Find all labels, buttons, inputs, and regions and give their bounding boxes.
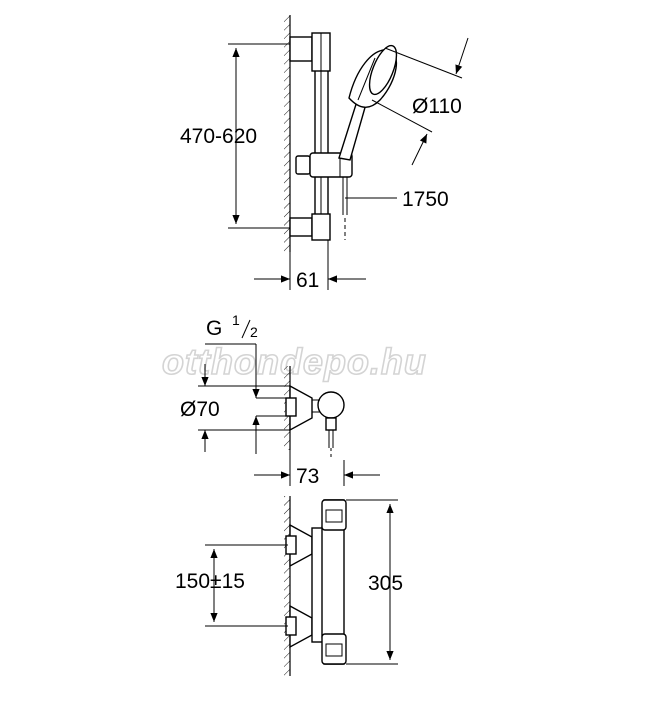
label-rail-height: 470-620 <box>180 125 257 148</box>
label-thread-prefix: G <box>206 317 222 340</box>
label-hose-length: 1750 <box>402 188 449 211</box>
shower-rail-view: 470-620 Ø110 1750 61 <box>180 15 469 292</box>
label-thread-num: 1 <box>232 312 240 328</box>
hand-shower-head <box>338 44 398 161</box>
label-mixer-length: 305 <box>368 572 403 595</box>
label-mixer-depth: 73 <box>296 465 319 488</box>
label-connector-diameter: Ø70 <box>180 398 220 421</box>
label-head-diameter: Ø110 <box>412 95 462 118</box>
dimension-inlet-spacing: 150±15 <box>175 544 288 627</box>
dimension-rail-depth: 61 <box>254 240 366 292</box>
watermark: otthondepo.hu <box>162 341 427 382</box>
rail-bar <box>314 71 329 218</box>
mixer-front-view: 150±15 305 <box>175 496 403 676</box>
rail-top-bracket <box>289 32 331 72</box>
label-rail-depth: 61 <box>296 269 319 292</box>
shower-hose <box>342 177 348 240</box>
dimension-mixer-length: 305 <box>346 499 403 665</box>
dimension-connector-diameter: Ø70 <box>180 364 290 454</box>
dimension-mixer-depth: 73 <box>254 450 380 488</box>
dimension-rail-height: 470-620 <box>180 43 290 229</box>
wall-top <box>284 15 291 252</box>
label-inlet-spacing: 150±15 <box>175 570 245 593</box>
rail-bottom-bracket <box>289 213 331 241</box>
label-thread-den: 2 <box>250 324 258 340</box>
dimension-hose-length: 1750 <box>345 188 449 211</box>
wall-bottom <box>284 496 291 676</box>
dimension-thread: G 1 2 <box>205 312 260 398</box>
mixer-body <box>285 499 347 665</box>
dimension-head-diameter: Ø110 <box>371 37 469 166</box>
mixer-inlet-side <box>285 384 345 460</box>
mixer-side-view: G 1 2 Ø70 73 <box>180 312 380 488</box>
